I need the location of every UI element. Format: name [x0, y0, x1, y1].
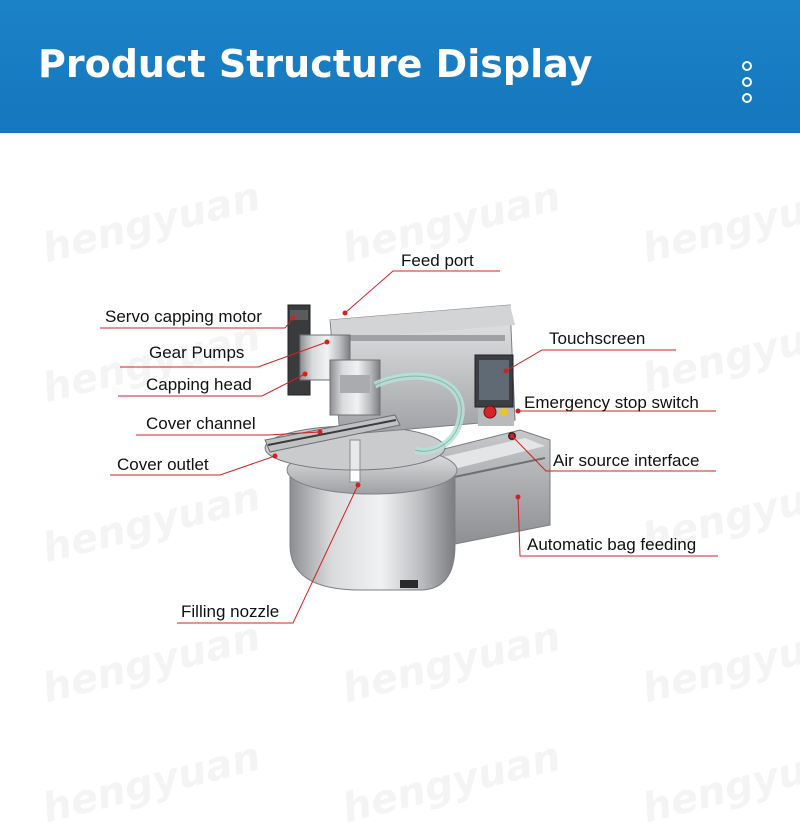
leader-line-automatic-bag-feeding: [517, 496, 718, 557]
leader-line-cover-channel: [136, 431, 321, 436]
cabinet-top: [330, 305, 515, 340]
servo-motor-cap: [290, 310, 308, 320]
leader-dot: [515, 408, 521, 414]
leader-dots: [272, 310, 521, 500]
label-feed-port: Feed port: [401, 251, 474, 270]
label-cover-outlet: Cover outlet: [117, 455, 209, 474]
page-title: Product Structure Display: [38, 42, 593, 86]
conveyor-top: [430, 438, 545, 470]
leader-dot: [302, 371, 308, 377]
header-banner: Product Structure Display: [0, 0, 800, 133]
filling-nozzle-tip: [349, 469, 361, 483]
leader-dot: [355, 482, 361, 488]
leader-dot: [290, 315, 296, 321]
leader-line-filling-nozzle: [177, 484, 359, 624]
leader-dot: [509, 433, 515, 439]
leader-line-feed-port: [344, 270, 500, 314]
conveyor-edge: [439, 457, 546, 481]
label-emergency-stop-switch: Emergency stop switch: [524, 393, 699, 412]
leader-line-servo-capping-motor: [100, 317, 294, 329]
filling-capping-machine-photo: [100, 270, 718, 624]
dot-icon: [742, 77, 752, 87]
leader-dot: [503, 368, 509, 374]
feed-hose-edge: [374, 375, 462, 452]
emergency-stop-icon: [483, 405, 497, 419]
label-touchscreen: Touchscreen: [549, 329, 646, 348]
capping-cylinder: [340, 375, 370, 393]
leader-dot: [342, 310, 348, 316]
touchscreen-display: [479, 360, 509, 400]
leader-line-gear-pumps: [120, 341, 328, 368]
leader-line-cover-outlet: [110, 455, 276, 476]
dot-icon: [742, 61, 752, 71]
leader-dot: [324, 339, 330, 345]
cover-channel-rail: [264, 414, 401, 453]
leader-line-touchscreen: [505, 349, 676, 372]
leader-line-air-source-interface: [511, 435, 716, 472]
cover-channel-edge: [267, 419, 397, 446]
cabinet-trim: [345, 335, 505, 341]
base-foot: [400, 580, 418, 588]
leader-lines: [100, 270, 718, 624]
leader-dot: [272, 453, 278, 459]
vertical-dots-icon[interactable]: [742, 61, 754, 107]
leader-dot: [515, 494, 521, 500]
label-filling-nozzle: Filling nozzle: [181, 602, 280, 621]
indicator-icon: [500, 408, 508, 416]
label-gear-pumps: Gear Pumps: [149, 343, 245, 362]
leader-dot: [317, 429, 323, 435]
label-cover-channel: Cover channel: [146, 414, 256, 433]
label-servo-capping-motor: Servo capping motor: [105, 307, 262, 326]
dot-icon: [742, 93, 752, 103]
label-air-source-interface: Air source interface: [553, 451, 700, 470]
label-automatic-bag-feeding: Automatic bag feeding: [527, 535, 697, 554]
leader-line-capping-head: [118, 373, 306, 397]
base-drum: [289, 469, 456, 591]
label-capping-head: Capping head: [146, 375, 252, 394]
